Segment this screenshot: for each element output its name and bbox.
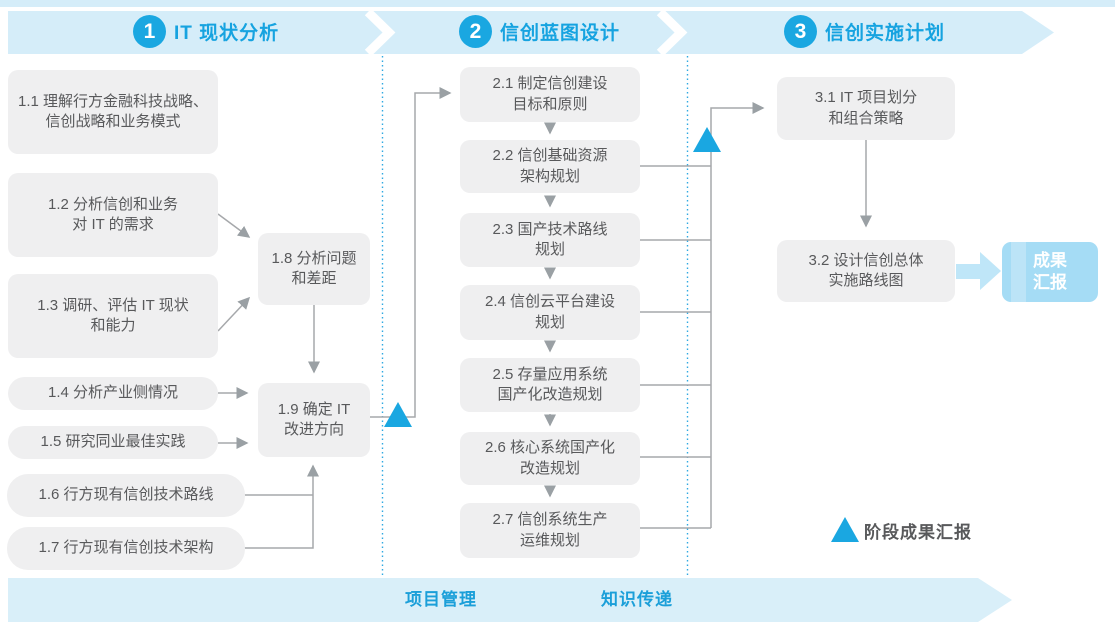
phase-2-header: 2 信创蓝图设计 (459, 15, 620, 48)
phase-3-title: 信创实施计划 (825, 23, 946, 44)
step-box-2-2: 2.2 信创基础资源 架构规划 (460, 140, 640, 193)
step-box-2-3: 2.3 国产技术路线 规划 (460, 213, 640, 267)
milestone-triangle-icon-phase1 (384, 402, 412, 427)
step-box-1-7: 1.7 行方现有信创技术架构 (7, 527, 245, 570)
phase-ribbon (8, 11, 1054, 54)
legend-triangle-icon (831, 517, 859, 542)
chevron-right-icon (654, 11, 688, 54)
chevron-right-icon (362, 11, 396, 54)
step-box-2-6: 2.6 核心系统国产化 改造规划 (460, 432, 640, 485)
fat-arrow-icon (956, 264, 980, 279)
footer-ribbon (8, 578, 1012, 622)
step-box-1-8: 1.8 分析问题 和差距 (258, 233, 370, 305)
phase-1-title: IT 现状分析 (174, 23, 280, 44)
step-box-1-3: 1.3 调研、评估 IT 现状 和能力 (8, 274, 218, 358)
phase-1-number-badge: 1 (133, 15, 166, 48)
step-box-1-9: 1.9 确定 IT 改进方向 (258, 383, 370, 457)
step-box-2-4: 2.4 信创云平台建设 规划 (460, 285, 640, 340)
phase-2-title: 信创蓝图设计 (500, 23, 621, 44)
fat-arrow-head-icon (980, 252, 1001, 290)
footer-label-project-management: 项目管理 (405, 590, 477, 609)
phase1-connectors (217, 87, 452, 549)
step-box-1-4: 1.4 分析产业侧情况 (8, 377, 218, 410)
milestone-triangle-icon-phase2 (693, 127, 721, 152)
legend-label: 阶段成果汇报 (864, 523, 972, 542)
step-box-2-1: 2.1 制定信创建设 目标和原则 (460, 67, 640, 122)
result-report-box: 成果 汇报 (1002, 242, 1098, 302)
step-box-3-2: 3.2 设计信创总体 实施路线图 (777, 240, 955, 302)
footer-label-knowledge-transfer: 知识传递 (601, 590, 673, 609)
step-box-1-1: 1.1 理解行方金融科技战略、 信创战略和业务模式 (8, 70, 218, 154)
step-box-2-5: 2.5 存量应用系统 国产化改造规划 (460, 358, 640, 412)
phase-3-header: 3 信创实施计划 (784, 15, 945, 48)
phase-3-number-badge: 3 (784, 15, 817, 48)
phase-1-header: 1 IT 现状分析 (133, 15, 279, 48)
step-box-1-5: 1.5 研究同业最佳实践 (8, 426, 218, 459)
step-box-1-2: 1.2 分析信创和业务 对 IT 的需求 (8, 173, 218, 257)
step-box-3-1: 3.1 IT 项目划分 和组合策略 (777, 77, 955, 140)
top-edge-strip (0, 0, 1115, 7)
step-box-2-7: 2.7 信创系统生产 运维规划 (460, 503, 640, 558)
step-box-1-6: 1.6 行方现有信创技术路线 (7, 474, 245, 517)
phase-2-number-badge: 2 (459, 15, 492, 48)
